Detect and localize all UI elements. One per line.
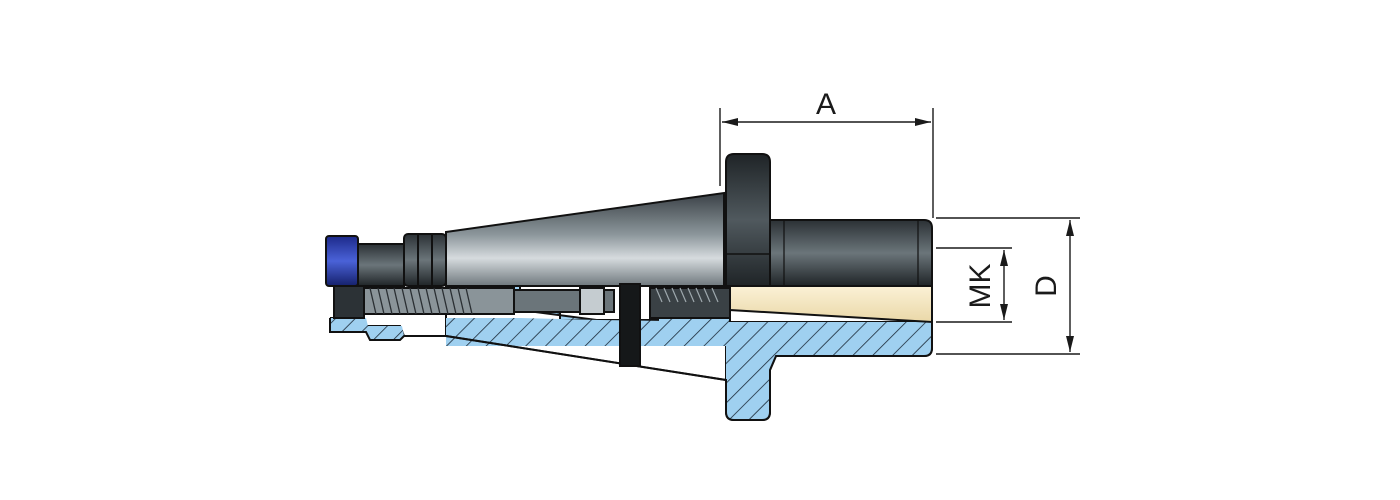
drawbar-head	[333, 285, 365, 319]
dimension-a: A	[719, 88, 934, 218]
section-fill	[330, 318, 932, 420]
exterior-half	[325, 153, 933, 287]
dimension-d: D	[936, 217, 1080, 355]
screw-teeth	[655, 287, 719, 303]
grooved-neck	[403, 233, 447, 287]
morse-taper-bore	[729, 285, 933, 324]
dimension-mk: MK	[936, 247, 1012, 323]
thread-lines	[369, 287, 473, 315]
flange	[725, 153, 771, 287]
section-half	[329, 283, 933, 421]
dimension-mk-label: MK	[964, 264, 997, 309]
dimension-d-label: D	[1030, 275, 1063, 297]
body-cylinder	[769, 219, 933, 287]
shank-collar	[357, 243, 405, 287]
dimension-a-label: A	[816, 88, 836, 121]
section-outline	[329, 318, 933, 421]
rod-collar	[579, 287, 605, 315]
taper-shank	[445, 191, 725, 287]
cross-pin	[619, 283, 641, 367]
drawbar-nut	[325, 235, 359, 287]
